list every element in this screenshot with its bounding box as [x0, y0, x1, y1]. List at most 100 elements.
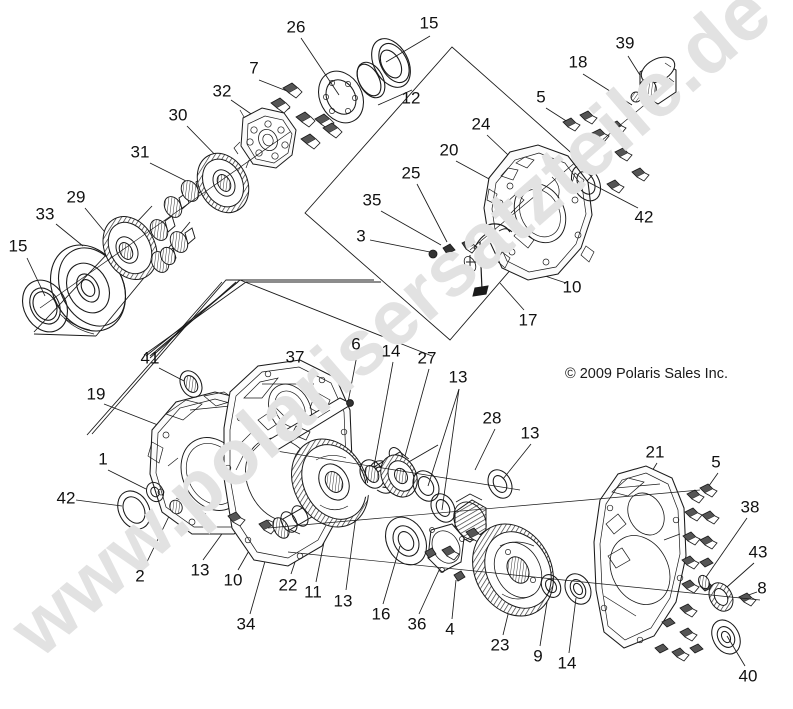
part-13-bolt-a	[227, 511, 246, 527]
callout-27[interactable]: 27	[417, 348, 437, 368]
callout-14[interactable]: 14	[557, 653, 577, 673]
callout-15[interactable]: 15	[419, 13, 439, 33]
part-21-side-cover	[593, 465, 687, 649]
callout-34[interactable]: 34	[236, 614, 256, 634]
callout-5[interactable]: 5	[536, 87, 546, 107]
part-1-ring	[146, 481, 164, 503]
callout-40[interactable]: 40	[738, 666, 758, 686]
callout-22[interactable]: 22	[278, 575, 298, 595]
part-8-bolt	[738, 592, 757, 607]
callout-11[interactable]: 11	[304, 582, 322, 602]
callout-36[interactable]: 36	[407, 614, 427, 634]
callout-4[interactable]: 4	[445, 619, 455, 639]
callout-41[interactable]: 41	[140, 348, 160, 368]
callout-39[interactable]: 39	[615, 33, 635, 53]
callout-42[interactable]: 42	[56, 488, 76, 508]
callout-24[interactable]: 24	[471, 114, 491, 134]
callout-28[interactable]: 28	[482, 408, 502, 428]
callout-33[interactable]: 33	[35, 204, 55, 224]
leader-lines	[26, 35, 758, 667]
part-2-nut	[169, 499, 183, 515]
callout-31[interactable]: 31	[130, 142, 150, 162]
callout-18[interactable]: 18	[568, 52, 588, 72]
part-42-seal-lower	[117, 490, 151, 530]
part-24-shift-linkage	[463, 223, 513, 297]
part-15-seal-upper	[371, 38, 411, 88]
callout-1[interactable]: 1	[98, 449, 108, 469]
callout-2[interactable]: 2	[135, 566, 145, 586]
part-20-gearcase-housing	[483, 144, 595, 281]
part-7-bolts	[270, 82, 343, 150]
callout-35[interactable]: 35	[362, 190, 382, 210]
part-38-stud	[698, 574, 710, 590]
part-42-bolts-upper	[606, 147, 650, 194]
part-32-carrier	[233, 107, 297, 169]
part-37-shift-rail	[261, 397, 354, 453]
callout-9[interactable]: 9	[533, 646, 543, 666]
callout-13[interactable]: 13	[448, 367, 468, 387]
bolt	[300, 133, 321, 150]
bolt	[270, 97, 291, 114]
copyright-notice: © 2009 Polaris Sales Inc.	[565, 366, 729, 382]
callout-13[interactable]: 13	[333, 591, 353, 611]
callout-43[interactable]: 43	[748, 542, 768, 562]
part-5-bolts-right	[654, 483, 720, 662]
part-27-gear	[380, 454, 418, 498]
callout-29[interactable]: 29	[66, 187, 86, 207]
callout-3[interactable]: 3	[356, 226, 366, 246]
group-box-upper-right	[304, 46, 595, 341]
callout-13[interactable]: 13	[190, 560, 210, 580]
callout-23[interactable]: 23	[490, 635, 510, 655]
callout-12[interactable]: 12	[401, 88, 421, 108]
callout-10[interactable]: 10	[562, 277, 582, 297]
callout-30[interactable]: 30	[168, 105, 188, 125]
callout-6[interactable]: 6	[351, 334, 361, 354]
part-40-bearing	[711, 619, 741, 655]
callout-32[interactable]: 32	[212, 81, 232, 101]
callout-15[interactable]: 15	[8, 236, 28, 256]
bracket-shaft-region	[149, 279, 433, 357]
callout-21[interactable]: 21	[645, 442, 665, 462]
callout-26[interactable]: 26	[286, 17, 306, 37]
callout-5[interactable]: 5	[711, 452, 721, 472]
group-box-main-lower	[91, 279, 374, 435]
part-15-seal-left	[21, 279, 69, 333]
part-39-cylinder	[639, 56, 677, 105]
part-26-flange	[318, 70, 364, 124]
callout-19[interactable]: 19	[86, 384, 106, 404]
bolt	[282, 82, 303, 99]
part-14-bearing-lower	[564, 573, 592, 605]
part-9-washer	[540, 574, 562, 598]
assembly-axis-lines	[39, 91, 761, 601]
callout-42[interactable]: 42	[634, 207, 654, 227]
callout-38[interactable]: 38	[740, 497, 760, 517]
part-3-bolt	[428, 249, 438, 259]
callout-14[interactable]: 14	[381, 341, 401, 361]
part-30-gear-hub	[196, 152, 250, 214]
callout-10[interactable]: 10	[223, 570, 243, 590]
part-18-ball	[630, 91, 642, 103]
callout-20[interactable]: 20	[439, 140, 459, 160]
part-4-bolts	[424, 527, 484, 582]
part-13-bearing-d	[487, 469, 513, 499]
part-5-bolts-upper	[562, 110, 627, 143]
bolt	[295, 111, 316, 128]
callout-8[interactable]: 8	[757, 578, 767, 598]
callout-13[interactable]: 13	[520, 423, 540, 443]
part-35-bolt	[442, 243, 456, 255]
callout-17[interactable]: 17	[518, 310, 538, 330]
bolt	[314, 113, 335, 130]
part-43-splined-hub	[708, 582, 734, 612]
part-42-seal-upper	[570, 164, 602, 202]
part-34-cluster-gear	[291, 438, 369, 528]
callout-37[interactable]: 37	[285, 347, 305, 367]
callout-16[interactable]: 16	[371, 604, 391, 624]
part-29-gear	[102, 216, 158, 280]
group-box-bottom-left	[86, 281, 223, 436]
group-box-mid	[143, 281, 381, 356]
callout-25[interactable]: 25	[401, 163, 421, 183]
callout-7[interactable]: 7	[249, 58, 259, 78]
part-16-thrust-washer	[385, 516, 427, 566]
